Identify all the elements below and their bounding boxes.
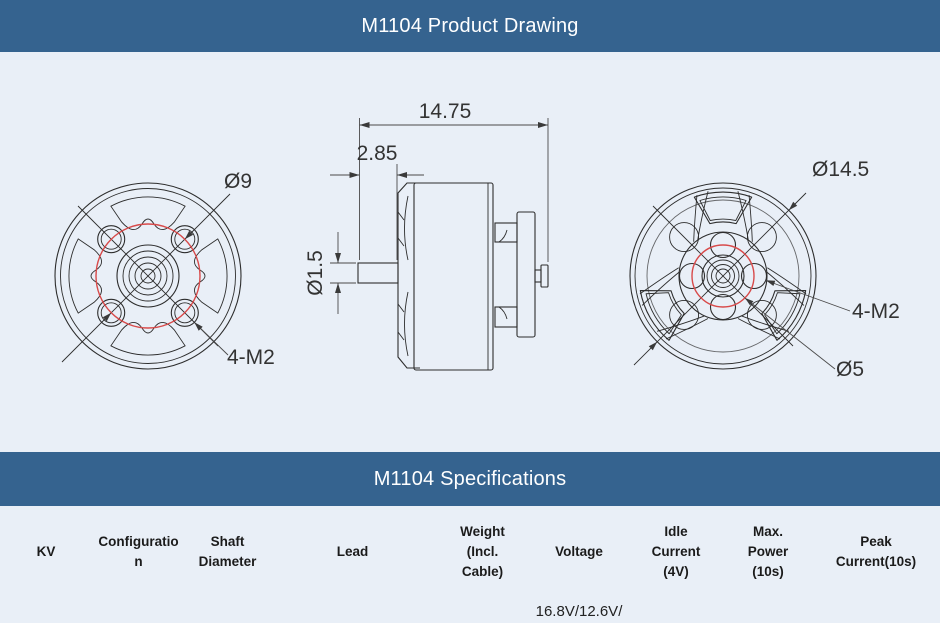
col-lead: Lead xyxy=(336,543,369,559)
front-mount-holes-label: 4-M2 xyxy=(227,346,275,369)
rear-view: Ø14.5 4-M2 Ø5 xyxy=(629,158,900,381)
front-bolt-circle-label: Ø9 xyxy=(224,170,252,193)
side-view: 14.75 2.85 Ø1.5 xyxy=(304,100,549,371)
voltage-value: 16.8V/12.6V/ xyxy=(535,602,623,620)
front-bolt-circle xyxy=(95,223,201,329)
specifications-title-bar: M1104 Specifications xyxy=(0,452,940,506)
rear-bolt-circle-label: Ø5 xyxy=(836,358,864,381)
specifications-title: M1104 Specifications xyxy=(373,467,567,490)
col-max-power: Max. Power (10s) xyxy=(747,523,789,580)
product-drawing-section: Ø9 4-M2 14.75 2 xyxy=(0,52,940,452)
rear-mount-holes-label: 4-M2 xyxy=(852,300,900,323)
col-peak-current: Peak Current(10s) xyxy=(835,533,917,569)
front-mount-holes xyxy=(97,225,199,327)
rear-outer-diameter-label: Ø14.5 xyxy=(812,158,869,181)
spec-table-row: 16.8V/12.6V/ xyxy=(0,602,940,622)
shaft-length-dim: 2.85 xyxy=(357,142,398,165)
rear-bolt-circle xyxy=(691,244,755,308)
shaft-diameter-dim: Ø1.5 xyxy=(304,250,327,296)
col-configuration: Configuration xyxy=(98,533,179,569)
product-drawing-title-bar: M1104 Product Drawing xyxy=(0,0,940,52)
page-title: M1104 Product Drawing xyxy=(361,14,579,37)
col-kv: KV xyxy=(36,543,56,559)
front-view: Ø9 4-M2 xyxy=(54,170,275,370)
overall-length-dim: 14.75 xyxy=(419,100,472,123)
col-voltage: Voltage xyxy=(555,543,603,559)
rear-mount-holes xyxy=(678,231,768,321)
col-shaft-diameter: Shaft Diameter xyxy=(198,533,257,569)
spec-table-header: KV Configuration Shaft Diameter Lead Wei… xyxy=(0,506,940,598)
col-weight: Weight (Incl. Cable) xyxy=(460,523,505,580)
product-drawing-svg: Ø9 4-M2 14.75 2 xyxy=(54,100,900,381)
col-idle-current: Idle Current (4V) xyxy=(651,523,701,580)
